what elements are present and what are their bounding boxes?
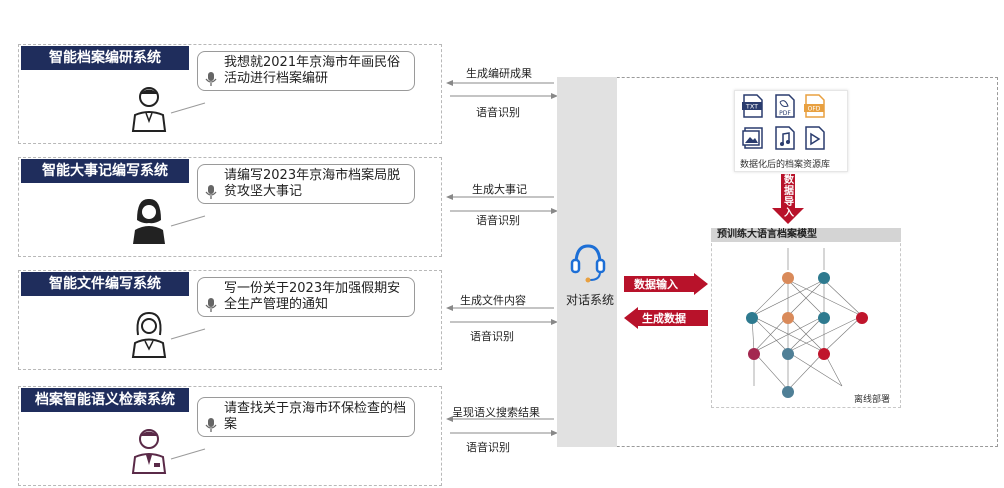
bidirectional-arrow-icon	[446, 305, 558, 325]
headset-icon	[570, 244, 606, 283]
panel-title: 智能文件编写系统	[21, 272, 189, 296]
microphone-icon	[205, 418, 217, 432]
query-text: 请查找关于京海市环保检查的档案	[224, 401, 407, 432]
image-file-icon	[742, 127, 763, 149]
arrow-right-icon	[624, 273, 708, 295]
panel-chronicle-writing: 智能大事记编写系统 请编写2023年京海市档案局脱贫攻坚大事记	[18, 157, 442, 257]
llm-model-box	[711, 228, 901, 408]
input-label: 语音识别	[476, 106, 520, 119]
query-bubble[interactable]: 我想就2021年京海市年画民俗活动进行档案编研	[197, 51, 415, 91]
query-bubble[interactable]: 请查找关于京海市环保检查的档案	[197, 397, 415, 437]
arrow-down-icon	[772, 174, 804, 224]
data-input-label: 数据输入	[634, 278, 678, 291]
txt-file-label: TXT	[745, 103, 758, 111]
video-file-icon	[805, 126, 825, 150]
panel-semantic-search: 档案智能语义检索系统 请查找关于京海市环保检查的档案	[18, 386, 442, 486]
microphone-icon	[205, 298, 217, 312]
input-label: 语音识别	[476, 214, 520, 227]
dialog-system-column	[557, 77, 617, 447]
audio-file-icon	[775, 126, 795, 150]
speech-tail-icon	[170, 102, 206, 114]
dialog-system-label: 对话系统	[566, 293, 615, 307]
input-label: 语音识别	[470, 330, 514, 343]
query-text: 请编写2023年京海市档案局脱贫攻坚大事记	[224, 168, 401, 199]
microphone-icon	[205, 72, 217, 86]
query-bubble[interactable]: 写一份关于2023年加强假期安全生产管理的通知	[197, 277, 415, 317]
txt-file-icon: TXT	[742, 94, 763, 118]
data-import-label: 数据导入	[784, 175, 794, 219]
query-text: 写一份关于2023年加强假期安全生产管理的通知	[224, 281, 401, 312]
query-bubble[interactable]: 请编写2023年京海市档案局脱贫攻坚大事记	[197, 164, 415, 204]
panel-title: 智能大事记编写系统	[21, 159, 189, 183]
microphone-icon	[205, 185, 217, 199]
ofd-file-label: OFD	[808, 105, 821, 112]
model-title: 预训练大语言档案模型	[711, 228, 901, 242]
offline-deploy-label: 离线部署	[854, 395, 891, 405]
bidirectional-arrow-icon	[446, 416, 558, 436]
speech-tail-icon	[170, 448, 206, 460]
businessman-icon	[131, 429, 167, 474]
output-label: 生成文件内容	[460, 294, 526, 307]
female-staff-icon	[131, 311, 167, 358]
query-text: 我想就2021年京海市年画民俗活动进行档案编研	[224, 55, 401, 86]
panel-title: 档案智能语义检索系统	[21, 388, 189, 412]
panel-archive-compilation: 智能档案编研系统 我想就2021年京海市年画民俗活动进行档案编研	[18, 44, 442, 144]
arrow-left-icon	[624, 307, 708, 329]
female-user-icon	[133, 198, 165, 244]
speech-tail-icon	[170, 215, 206, 227]
output-label: 呈现语义搜索结果	[452, 406, 540, 419]
output-label: 生成大事记	[472, 183, 527, 196]
resource-library-label: 数据化后的档案资源库	[740, 160, 831, 170]
data-generate-label: 生成数据	[642, 312, 686, 325]
neural-network-icon	[746, 248, 868, 398]
male-user-icon	[131, 87, 167, 132]
input-label: 语音识别	[466, 441, 510, 454]
speech-tail-icon	[170, 328, 206, 340]
pdf-file-icon: PDF	[775, 94, 795, 118]
bidirectional-arrow-icon	[446, 194, 558, 214]
bidirectional-arrow-icon	[446, 80, 558, 99]
panel-document-writing: 智能文件编写系统 写一份关于2023年加强假期安全生产管理的通知	[18, 270, 442, 370]
pdf-file-label: PDF	[779, 110, 791, 117]
output-label: 生成编研成果	[466, 67, 532, 80]
panel-title: 智能档案编研系统	[21, 46, 189, 70]
ofd-file-icon: OFD	[804, 94, 825, 118]
